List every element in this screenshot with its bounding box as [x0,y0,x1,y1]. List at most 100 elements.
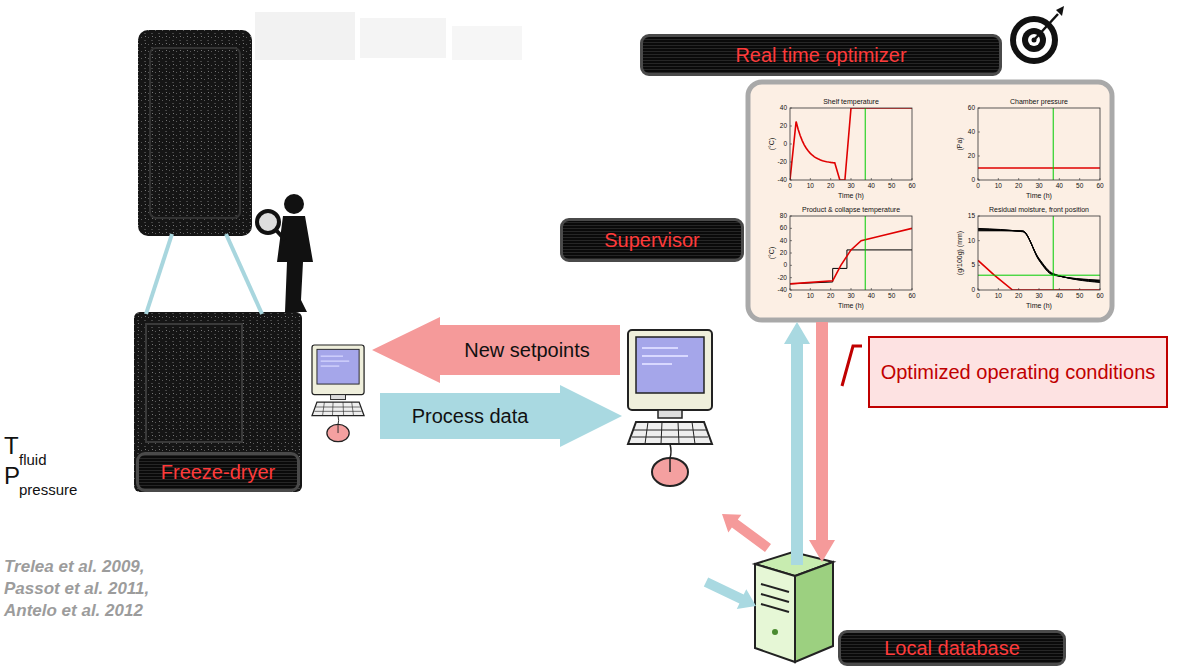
tick-label: 20 [827,293,834,300]
end-marker [865,108,866,180]
tick-mark [790,228,792,229]
tick-mark [978,288,979,290]
tick-label: -40 [778,177,787,184]
tick-mark [790,240,792,241]
tick-mark [998,178,999,180]
tick-label: 60 [1096,183,1103,190]
chart-title: Shelf temperature [823,98,879,105]
chart-title: Product & collapse temperature [802,206,900,213]
arrow-label: New setpoints [464,340,590,360]
data-curve [978,228,1100,282]
tick-label: 15 [968,213,975,220]
tick-label: 30 [847,183,854,190]
tick-label: 60 [780,225,787,232]
tick-mark [1018,288,1019,290]
tick-label: 0 [976,183,980,190]
tick-label: 30 [1035,293,1042,300]
chart-plot [790,216,912,290]
tick-label: 10 [807,293,814,300]
title-band: Real time optimizer [640,34,1002,76]
variable-subscript: fluid [19,452,47,467]
tick-mark [912,178,913,180]
data-curve [978,260,1100,290]
variable-symbol: P [4,464,20,488]
axis-label: (°C) [768,247,775,260]
tick-label: 0 [788,183,792,190]
tick-label: 0 [971,177,975,184]
tick-mark [891,288,892,290]
tick-mark [978,178,979,180]
tick-label: 0 [976,293,980,300]
title-band: Supervisor [560,218,744,262]
data-arrow [380,385,622,447]
title-band: Local database [838,630,1066,666]
tick-mark [998,288,999,290]
data-curve [790,250,912,284]
chart-title: Residual moisture, front position [989,206,1089,213]
end-marker [1053,108,1054,180]
tick-label: 50 [1076,183,1083,190]
tick-mark [978,216,980,217]
tick-label: 30 [847,293,854,300]
tick-mark [1079,288,1080,290]
axis-label: Time (h) [838,302,864,309]
tick-mark [1100,178,1101,180]
plot-frame [790,108,912,180]
tick-label: 20 [968,153,975,160]
setpoint-arrow [372,317,620,383]
tick-label: 40 [1056,183,1063,190]
data-curve [978,229,1100,282]
tick-label: 0 [783,141,787,148]
plot-frame [978,108,1100,180]
tick-label: 20 [1015,293,1022,300]
target-line [978,275,1100,276]
tick-mark [790,178,791,180]
tick-mark [790,277,792,278]
axis-label: Time (h) [1026,192,1052,199]
data-curve [790,108,912,180]
axis-label: Time (h) [838,192,864,199]
tick-mark [1100,288,1101,290]
tick-mark [912,288,913,290]
tick-label: 40 [968,129,975,136]
data-curve [978,230,1100,281]
tick-mark [1018,178,1019,180]
tick-mark [1039,178,1040,180]
tick-mark [1079,178,1080,180]
title-band: Freeze-dryer [136,452,300,492]
tick-label: 20 [780,250,787,257]
citation: Trelea et al. 2009, [4,558,145,575]
variable-subscript: pressure [19,482,77,497]
setpoint-arrow [809,322,835,562]
data-curve [978,167,1100,169]
tick-label: -20 [778,274,787,281]
tick-mark [810,178,811,180]
tick-mark [1059,178,1060,180]
data-curve [978,230,1100,282]
tick-mark [790,162,792,163]
node-text: Optimized operating conditions [881,360,1156,384]
node-text: Real time optimizer [735,44,906,67]
plot-frame [790,216,912,290]
tick-mark [978,108,980,109]
node-text: Supervisor [604,229,700,252]
tick-label: 40 [780,237,787,244]
chart-title: Chamber pressure [1010,98,1068,105]
tick-mark [978,240,980,241]
tick-label: 0 [783,262,787,269]
tick-label: 50 [888,293,895,300]
chart-plot [790,108,912,180]
tick-mark [810,288,811,290]
tick-mark [851,178,852,180]
tick-mark [891,178,892,180]
tick-mark [790,108,792,109]
data-curve [790,228,912,284]
tick-label: -20 [778,159,787,166]
tick-mark [790,265,792,266]
tick-label: 10 [807,183,814,190]
tick-label: 80 [780,213,787,220]
tick-label: -40 [778,287,787,294]
end-marker [1053,216,1054,290]
callout-box: Optimized operating conditions [868,336,1168,408]
tick-label: 60 [908,183,915,190]
